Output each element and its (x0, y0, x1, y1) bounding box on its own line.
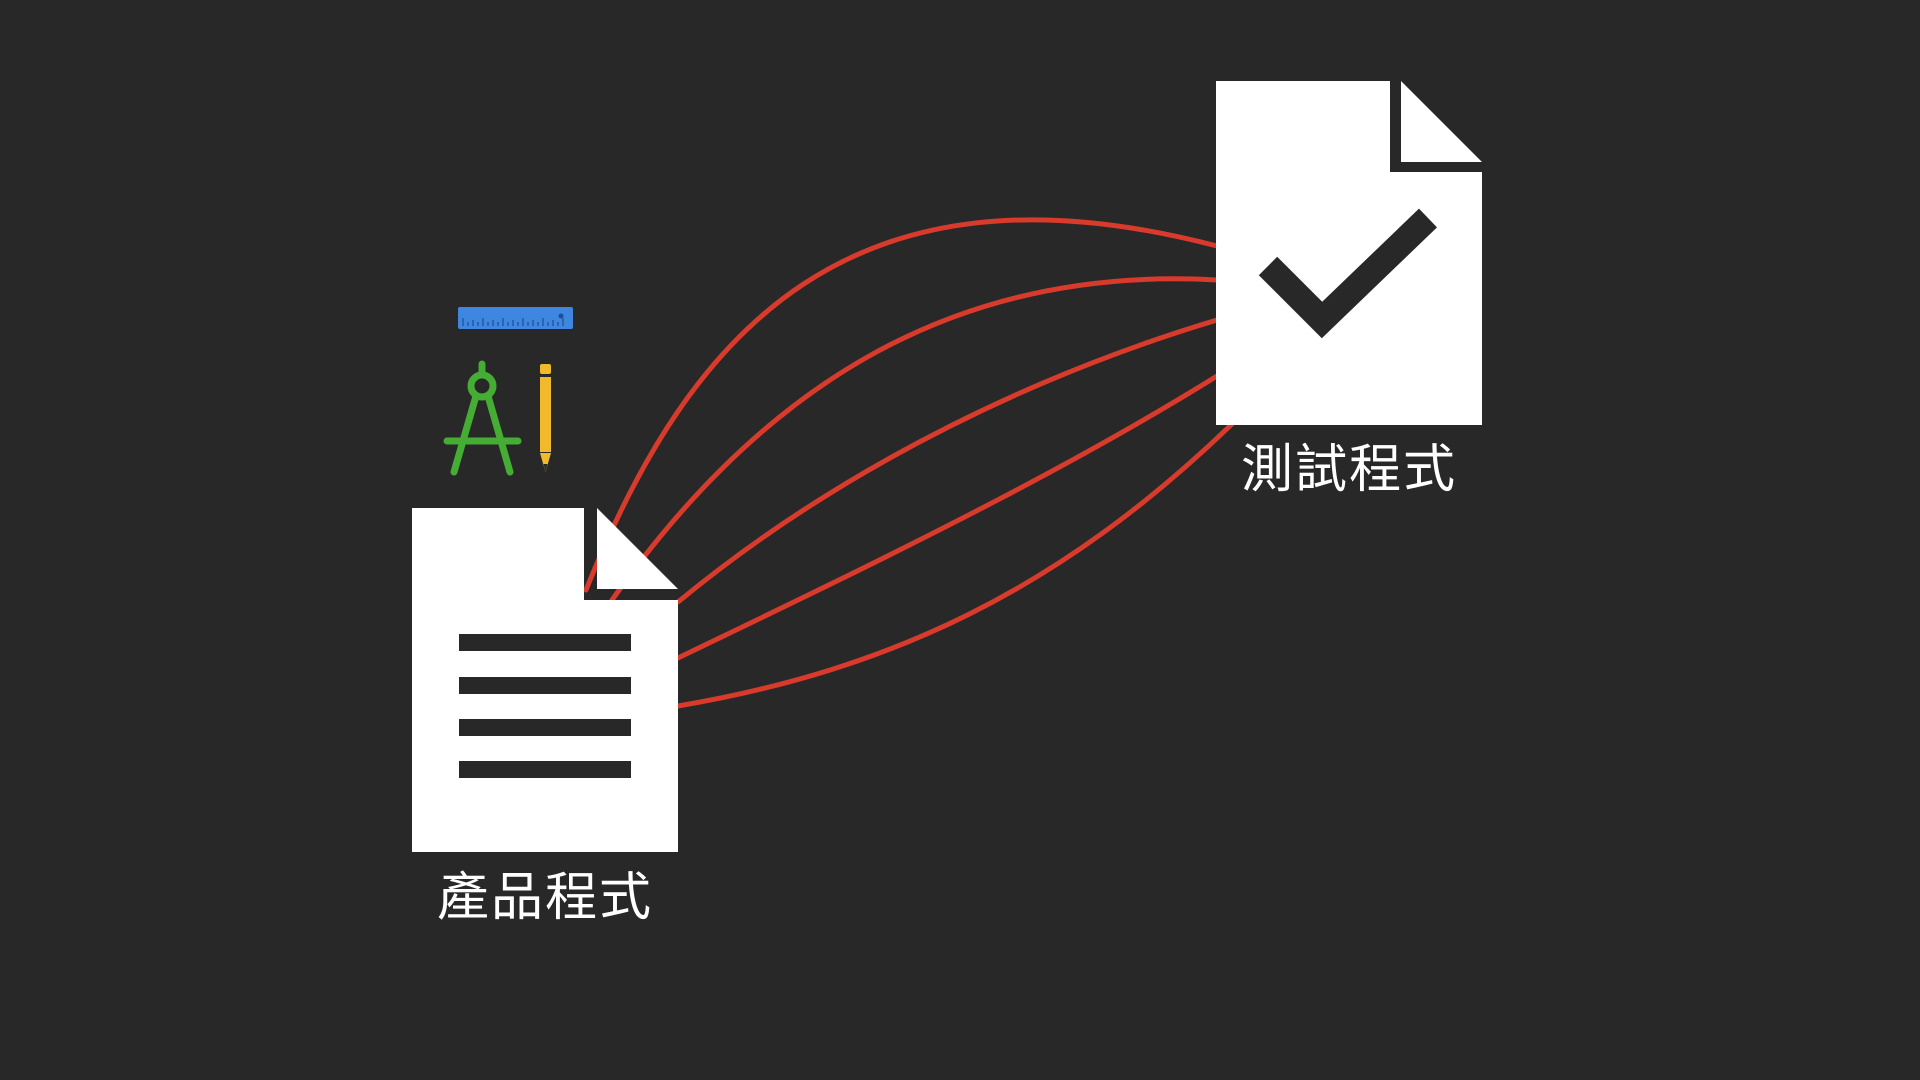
text-document-icon (412, 508, 678, 852)
checkmark-document-icon (1216, 81, 1482, 425)
checkmark-icon (1258, 208, 1438, 339)
ruler-icon (458, 307, 573, 329)
connection-line (583, 217, 1220, 593)
connection-line (609, 276, 1220, 603)
connection-lines (583, 217, 1235, 709)
connection-line (675, 421, 1235, 709)
product-code-label: 產品程式 (436, 868, 653, 928)
test-code-label: 測試程式 (1240, 440, 1457, 500)
drafting-compass-icon (443, 360, 522, 476)
connection-line (675, 373, 1220, 661)
pencil-icon (540, 364, 551, 472)
document-text-lines (459, 634, 631, 778)
connection-line (675, 317, 1220, 605)
